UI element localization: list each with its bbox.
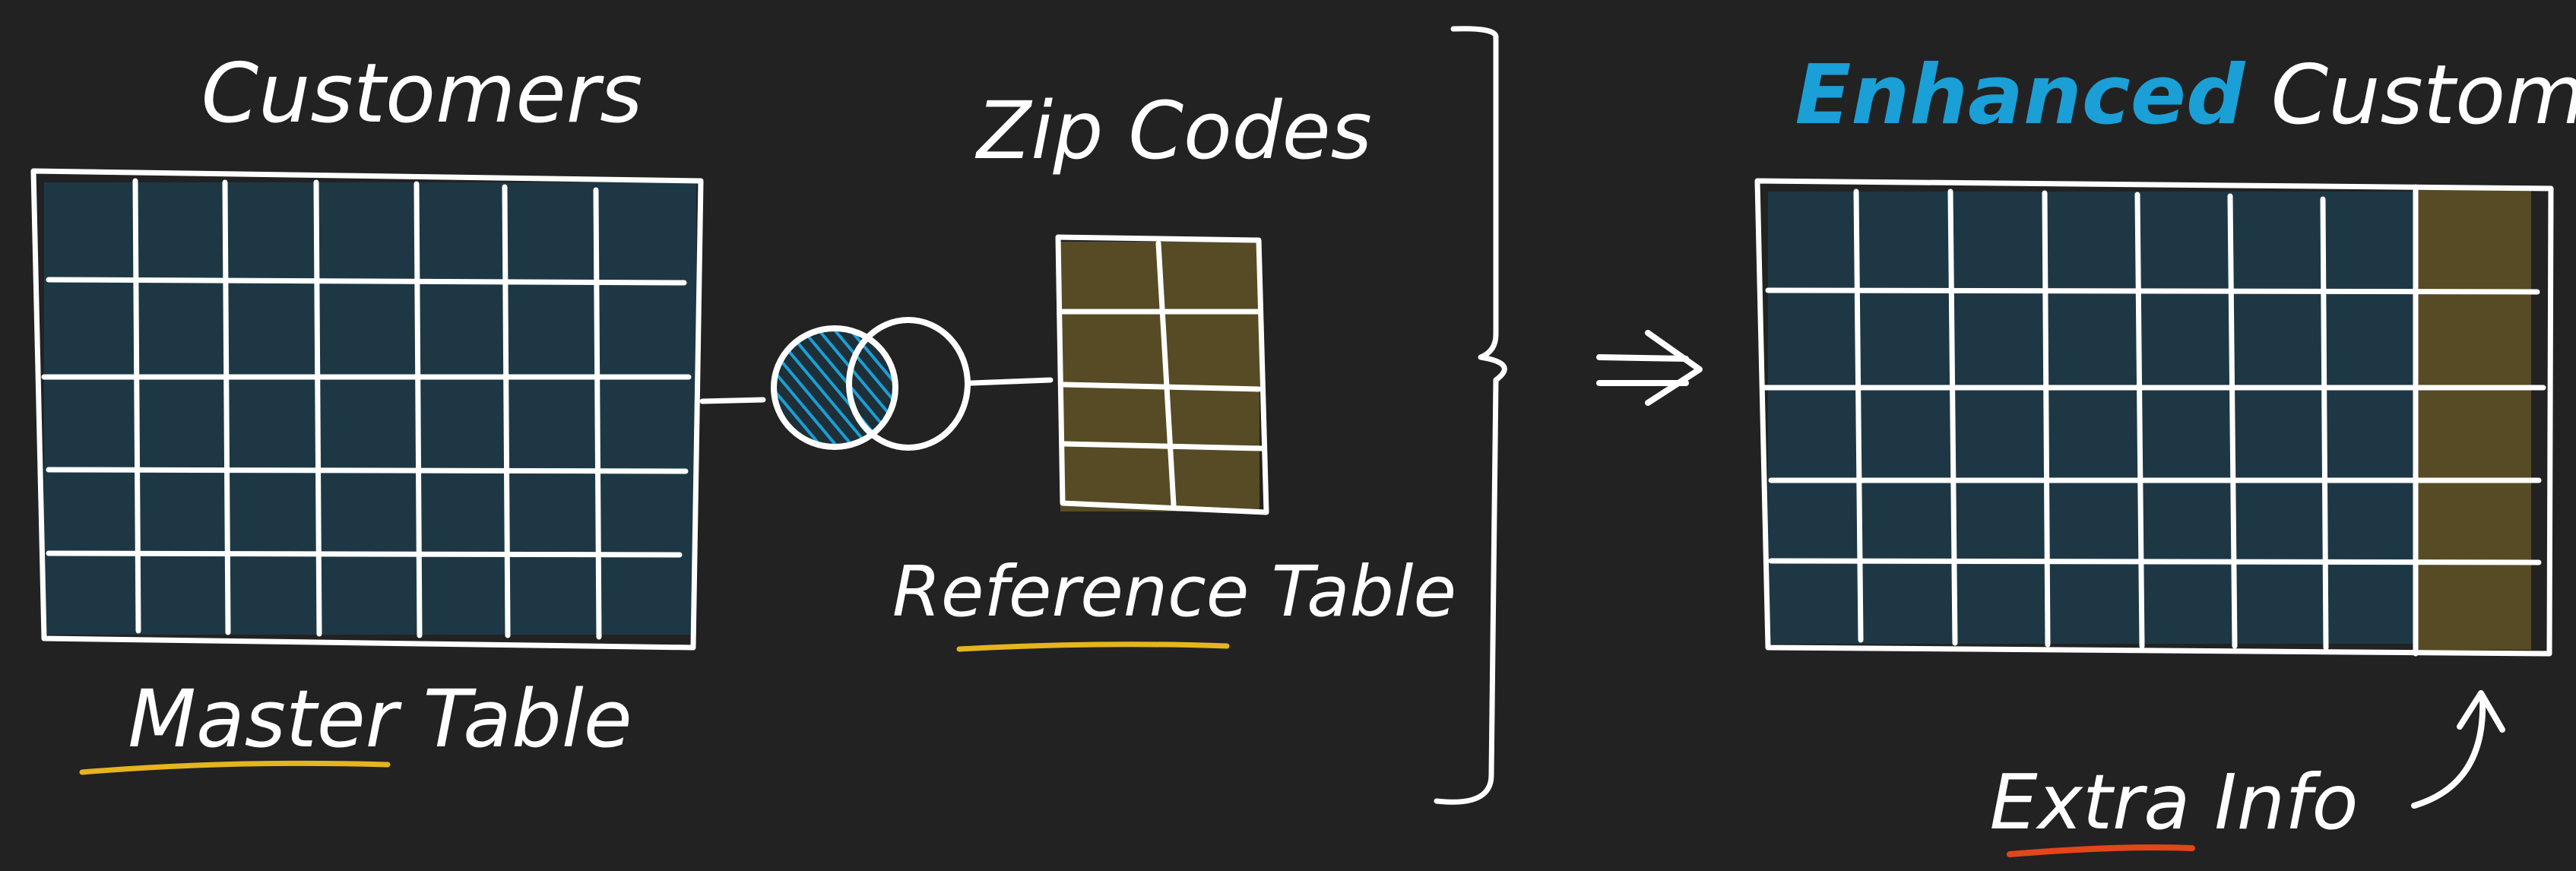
customers-title: Customers bbox=[201, 46, 643, 141]
enhanced-customers-title: Enhanced Customers bbox=[1795, 48, 2576, 143]
venn-diagram-icon bbox=[771, 317, 971, 451]
connector-line-right bbox=[968, 377, 1054, 386]
zip-table-row-2 bbox=[1061, 382, 1262, 392]
zip-table-border bbox=[1055, 234, 1269, 515]
venn-left-fill bbox=[774, 328, 895, 447]
master-underline bbox=[79, 760, 391, 775]
zip-table-row-3 bbox=[1061, 441, 1265, 451]
customers-table-border bbox=[30, 168, 704, 651]
customers-group: Customers Master Table bbox=[30, 46, 704, 775]
zip-codes-title: Zip Codes bbox=[974, 84, 1372, 177]
extra-info-column-fill bbox=[2417, 190, 2531, 650]
enhanced-customers-group: Enhanced Customers bbox=[1754, 48, 2576, 857]
master-table-caption: Master Table bbox=[128, 673, 632, 765]
enhanced-title-rest: Customers bbox=[2271, 48, 2576, 143]
enhanced-table-border bbox=[1754, 178, 2554, 657]
enhanced-table-rows bbox=[1760, 287, 2546, 565]
connector-line-left bbox=[699, 397, 766, 404]
customers-table bbox=[30, 168, 704, 651]
extra-info-annotation: Extra Info bbox=[1989, 758, 2358, 847]
enhanced-table-fill bbox=[1768, 192, 2422, 644]
enhanced-customers-table bbox=[1754, 178, 2554, 657]
enhanced-table-columns bbox=[1853, 184, 2419, 657]
enhanced-title-highlight: Enhanced bbox=[1795, 48, 2246, 143]
zip-codes-table bbox=[1055, 234, 1269, 515]
customers-table-columns bbox=[132, 178, 602, 640]
curly-brace bbox=[1434, 26, 1507, 805]
reference-underline bbox=[956, 641, 1230, 652]
reference-table-caption: Reference Table bbox=[892, 551, 1456, 632]
extra-info-underline bbox=[2007, 844, 2195, 857]
double-arrow-icon bbox=[1596, 330, 1703, 406]
join-connector bbox=[699, 317, 1054, 451]
curved-arrow-icon bbox=[2411, 690, 2505, 809]
customers-table-fill bbox=[44, 182, 696, 635]
zip-table-column bbox=[1155, 240, 1177, 508]
zip-codes-group: Zip Codes Reference Table bbox=[892, 84, 1456, 652]
customers-table-rows bbox=[41, 277, 692, 558]
